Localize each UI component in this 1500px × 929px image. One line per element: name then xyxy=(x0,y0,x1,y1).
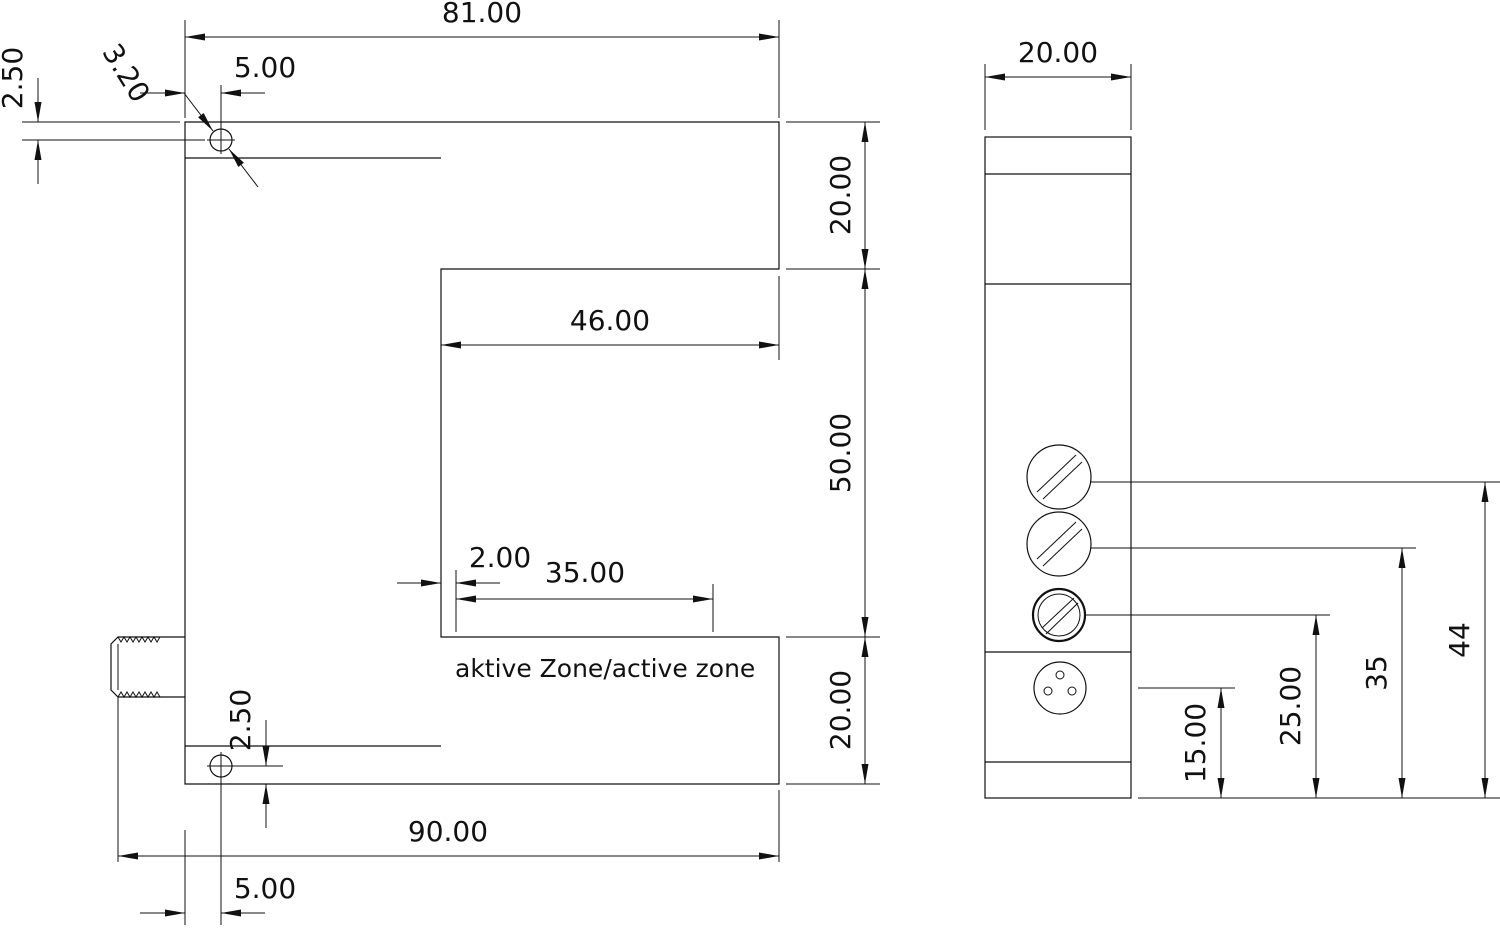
dim-46: 46.00 xyxy=(441,276,780,360)
dim-90-label: 90.00 xyxy=(408,815,488,848)
dim-2-00-label: 2.00 xyxy=(469,541,531,574)
dim-5-bottom: 5.00 xyxy=(140,778,296,925)
dim-20-lower: 20.00 xyxy=(786,636,880,785)
dim-46-label: 46.00 xyxy=(570,304,650,337)
potentiometer-lower-icon xyxy=(1031,587,1087,643)
dim-side-25: 25.00 xyxy=(1085,614,1330,798)
dim-side-25-label: 25.00 xyxy=(1274,666,1307,746)
front-body-outline xyxy=(184,121,780,785)
dim-2-50-bottom-label: 2.50 xyxy=(224,689,257,751)
dim-50: 50.00 xyxy=(824,269,869,637)
dim-5-top-label: 5.00 xyxy=(234,51,296,84)
dim-3-20-label: 3.20 xyxy=(96,38,157,108)
side-view: 20.00 15.00 25.00 35 44 xyxy=(984,36,1500,799)
dim-81: 81.00 xyxy=(184,0,780,118)
dim-side-44-label: 44 xyxy=(1443,622,1476,658)
dim-20-lower-label: 20.00 xyxy=(824,670,857,750)
dim-side-15: 15.00 xyxy=(1138,687,1235,798)
dim-2-50-top: 2.50 xyxy=(0,47,205,184)
dim-50-label: 50.00 xyxy=(824,413,857,493)
dim-20-upper-label: 20.00 xyxy=(824,155,857,235)
dim-81-label: 81.00 xyxy=(442,0,522,29)
potentiometer-upper-icon xyxy=(1026,444,1092,510)
dim-5-bottom-label: 5.00 xyxy=(234,872,296,905)
dim-side-15-label: 15.00 xyxy=(1179,703,1212,783)
dim-5-top: 5.00 xyxy=(160,51,296,130)
dim-35-00-label: 35.00 xyxy=(545,556,625,589)
dim-side-35-label: 35 xyxy=(1360,655,1393,691)
active-zone-label: aktive Zone/active zone xyxy=(455,654,755,683)
potentiometer-middle-icon xyxy=(1026,511,1092,577)
mounting-hole-bottom xyxy=(207,752,235,780)
dim-2-50-top-label: 2.50 xyxy=(0,47,29,109)
dim-20-upper: 20.00 xyxy=(786,121,880,270)
dim-side-20-label: 20.00 xyxy=(1018,36,1098,69)
mounting-hole-top xyxy=(207,126,235,154)
dim-side-35: 35 xyxy=(1091,547,1416,798)
side-body-outline xyxy=(984,136,1132,799)
dim-2-00: 2.00 xyxy=(397,541,531,632)
connector-socket-icon xyxy=(1033,661,1087,715)
dim-90: 90.00 xyxy=(117,697,780,862)
dim-2-50-bottom: 2.50 xyxy=(224,689,283,828)
threaded-connector xyxy=(110,636,185,698)
dim-side-20: 20.00 xyxy=(984,36,1132,130)
dim-35-00: 35.00 xyxy=(456,556,714,632)
dim-side-44: 44 xyxy=(1091,481,1500,798)
front-view: 81.00 5.00 3.20 2.50 xyxy=(0,0,880,925)
